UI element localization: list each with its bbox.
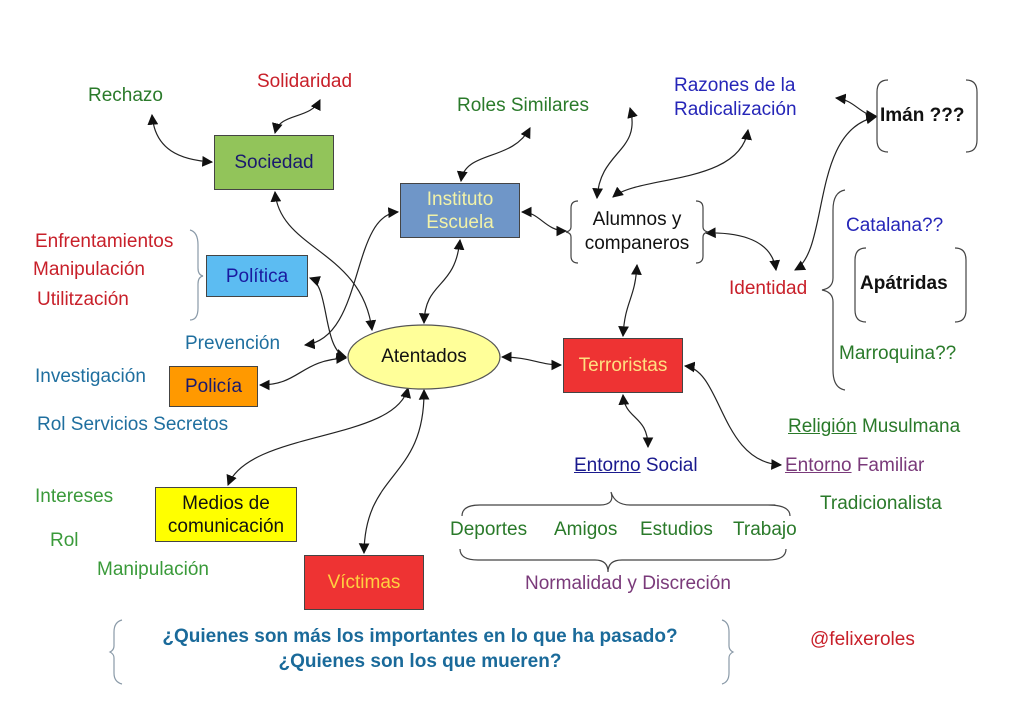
node-alumnos: Alumnos y companeros	[575, 208, 699, 256]
arrow-instituto-prevencion	[303, 207, 400, 350]
node-politica: Política	[206, 255, 308, 297]
label-entorno: Entorno	[785, 455, 852, 476]
arrow-instituto-atentados	[418, 238, 465, 325]
arrow-politica-atentados	[308, 276, 348, 360]
arrow-alumnos-identidad	[704, 227, 781, 272]
node-label: Política	[225, 265, 289, 287]
node-identidad: Identidad	[729, 278, 808, 299]
arrow-razones-iman	[834, 93, 878, 121]
label-entorno: Entorno	[574, 455, 641, 476]
bracket-apatridas	[854, 247, 967, 323]
label-rechazo: Rechazo	[88, 85, 163, 106]
arrow-terroristas-entorno-social	[618, 393, 654, 449]
label-manipulacion-medios: Manipulación	[97, 559, 209, 580]
arrow-alumnos-terroristas	[618, 263, 642, 338]
node-label: Policía	[184, 376, 243, 397]
label-iman: Imán ???	[880, 105, 965, 126]
arrow-identidad-iman	[794, 113, 878, 271]
author-handle: @felixeroles	[810, 629, 915, 650]
label-rol: Rol	[50, 530, 79, 551]
node-label: companeros	[584, 233, 690, 254]
arrow-alumnos-razones	[612, 128, 752, 198]
label-amigos: Amigos	[554, 519, 618, 540]
question-line: ¿Quienes son más los importantes en lo q…	[162, 626, 678, 647]
label-manipulacion-politica: Manipulación	[33, 259, 145, 280]
label-catalana: Catalana??	[846, 215, 944, 236]
node-label: Víctimas	[327, 572, 401, 593]
node-label: Alumnos y	[592, 209, 682, 230]
label-rol-servicios: Rol Servicios Secretos	[37, 414, 229, 435]
questions: ¿Quienes son más los importantes en lo q…	[120, 624, 720, 674]
label-roles-similares: Roles Similares	[457, 95, 589, 116]
node-label: Terroristas	[578, 355, 668, 376]
label-deportes: Deportes	[450, 519, 528, 540]
label-intereses: Intereses	[35, 486, 114, 507]
node-policia: Policía	[169, 366, 258, 407]
label-trabajo: Trabajo	[733, 519, 797, 540]
label-social: Social	[645, 455, 698, 476]
label-marroquina: Marroquina??	[839, 343, 957, 364]
brace-identidad	[821, 189, 846, 391]
arrow-policia-atentados	[258, 353, 348, 391]
label-familiar: Familiar	[856, 455, 925, 476]
bracket-alumnos	[565, 200, 709, 264]
brace-question-left	[108, 619, 123, 685]
label-solidaridad: Solidaridad	[257, 71, 353, 92]
label-religion-musulmana: Religión Musulmana	[788, 416, 960, 438]
brace-politica	[189, 229, 204, 321]
arrow-sociedad-solidaridad	[272, 99, 321, 135]
label-entorno-social: Entorno Social	[574, 455, 698, 477]
node-victimas: Víctimas	[304, 555, 424, 610]
node-label: comunicación	[167, 515, 285, 537]
brace-social-top	[461, 491, 791, 517]
label-line: Razones de la	[674, 75, 796, 96]
arrow-instituto-roles	[456, 127, 531, 183]
label-estudios: Estudios	[640, 519, 713, 540]
arrow-atentados-terroristas	[500, 351, 563, 371]
label-investigacion: Investigación	[35, 366, 146, 387]
node-atentados: Atentados	[381, 346, 467, 367]
label-religion: Religión	[788, 416, 857, 437]
node-sociedad: Sociedad	[214, 135, 334, 190]
label-normalidad: Normalidad y Discreción	[525, 573, 731, 594]
atentados-ellipse	[347, 324, 501, 390]
arrow-terroristas-entorno-familiar	[683, 361, 783, 470]
brace-question-right	[721, 619, 735, 685]
node-label: Sociedad	[234, 152, 314, 173]
label-razones: Razones de la Radicalización	[674, 74, 797, 122]
arrow-instituto-alumnos	[520, 206, 568, 237]
brace-social-bottom	[459, 548, 787, 573]
node-label: Medios de	[182, 492, 270, 514]
node-terroristas: Terroristas	[563, 338, 683, 393]
arrow-atentados-victimas	[358, 388, 430, 555]
label-line: Radicalización	[674, 99, 797, 120]
question-line: ¿Quienes son los que mueren?	[278, 651, 562, 672]
bracket-iman	[876, 79, 978, 153]
label-apatridas: Apátridas	[860, 273, 948, 294]
label-entorno-familiar: Entorno Familiar	[785, 455, 924, 477]
node-label: Instituto	[426, 188, 494, 210]
node-label: Escuela	[426, 211, 494, 233]
arrow-alumnos-roles	[592, 106, 638, 200]
arrow-sociedad-rechazo	[147, 113, 214, 167]
label-utilitzacion: Utilitzación	[37, 289, 129, 310]
label-enfrentamientos: Enfrentamientos	[35, 231, 174, 252]
label-musulmana: Musulmana	[861, 416, 961, 437]
label-prevencion: Prevención	[185, 333, 281, 354]
label-tradicionalista: Tradicionalista	[820, 493, 942, 514]
